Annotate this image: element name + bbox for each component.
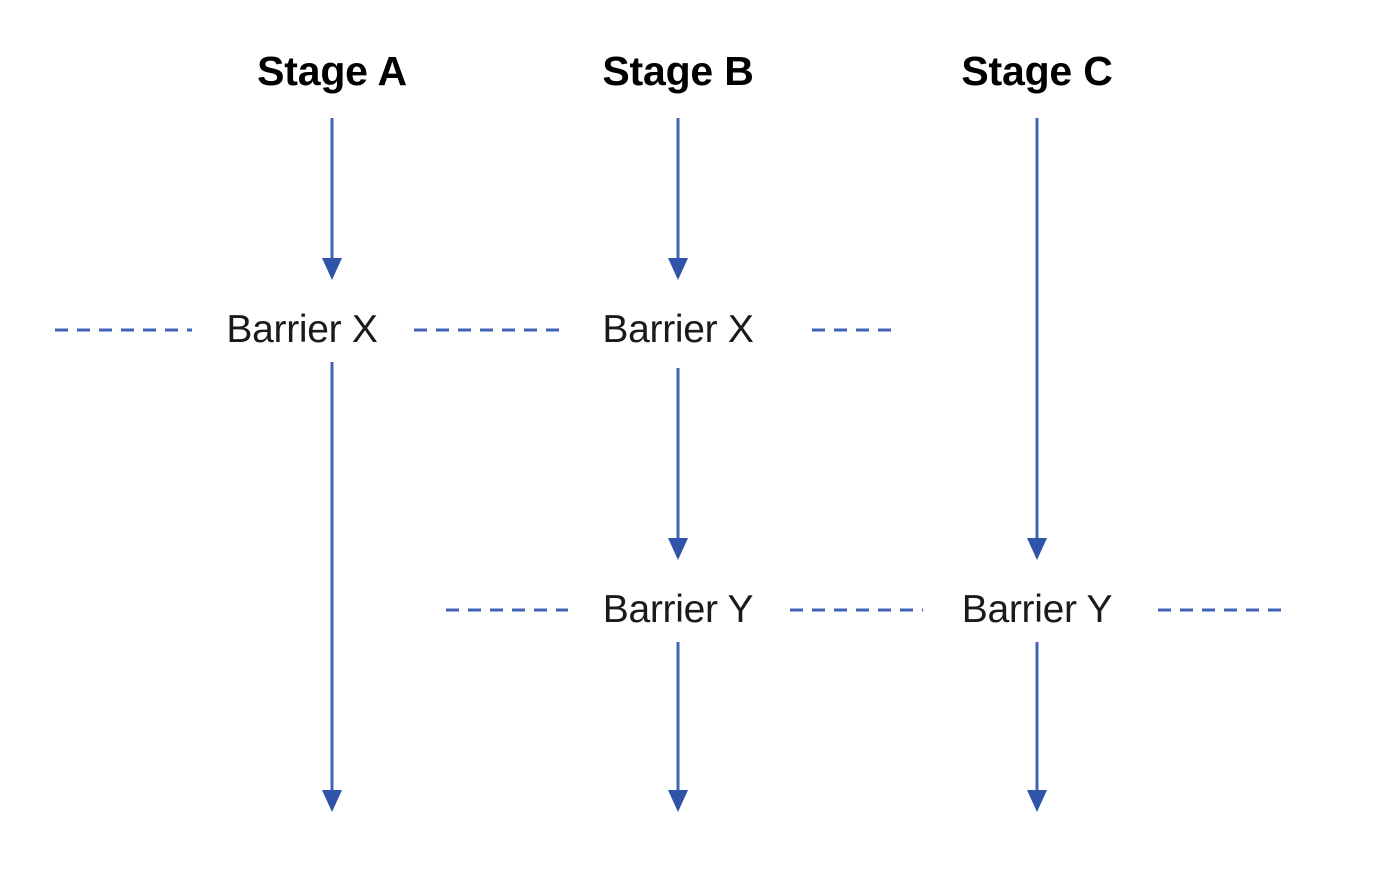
flow-arrow bbox=[668, 368, 688, 560]
flow-arrow bbox=[668, 642, 688, 812]
arrowhead-icon bbox=[668, 258, 688, 280]
flow-arrow bbox=[322, 362, 342, 812]
arrowhead-icon bbox=[1027, 790, 1047, 812]
stage-label-a: Stage A bbox=[257, 48, 407, 94]
arrowhead-icon bbox=[668, 538, 688, 560]
barrier-x-a: Barrier X bbox=[217, 308, 387, 352]
barrier-x-b: Barrier X bbox=[593, 308, 763, 352]
stage-label-c: Stage C bbox=[961, 48, 1113, 94]
flow-arrow bbox=[322, 118, 342, 280]
arrowhead-icon bbox=[322, 258, 342, 280]
barrier-y-c: Barrier Y bbox=[952, 588, 1122, 632]
flow-arrow bbox=[668, 118, 688, 280]
flow-arrow bbox=[1027, 642, 1047, 812]
arrowhead-icon bbox=[1027, 538, 1047, 560]
arrowhead-icon bbox=[668, 790, 688, 812]
barrier-y-b: Barrier Y bbox=[593, 588, 763, 632]
stage-label-b: Stage B bbox=[602, 48, 754, 94]
flow-arrow bbox=[1027, 118, 1047, 560]
arrowhead-icon bbox=[322, 790, 342, 812]
